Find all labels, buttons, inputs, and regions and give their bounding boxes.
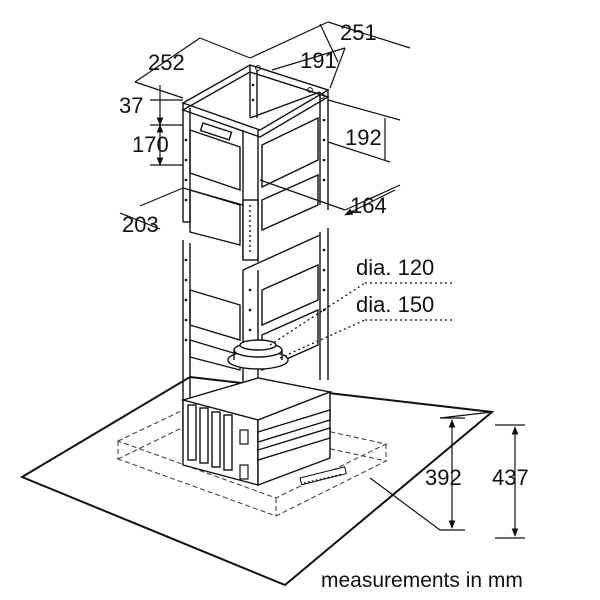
dim-192: 192 [345, 125, 382, 150]
latches [239, 429, 249, 480]
frame-rivets [184, 65, 326, 202]
dim-37: 37 [119, 93, 143, 118]
duct-leaders [269, 282, 455, 359]
dim-437: 437 [492, 465, 529, 490]
dim-252: 252 [148, 50, 185, 75]
lower-frame-rivets [184, 248, 326, 342]
dim-392: 392 [425, 465, 462, 490]
dim-251: 251 [340, 20, 377, 45]
caption: measurements in mm [321, 569, 523, 592]
frame-connector [242, 199, 259, 261]
duct-collar [227, 339, 289, 370]
canopy-inner-housing [116, 402, 388, 517]
duct-dia-120: dia. 120 [356, 255, 434, 280]
control-strip [299, 466, 347, 486]
dim-170: 170 [132, 132, 169, 157]
dimension-lines [119, 21, 525, 539]
duct-dia-150: dia. 150 [356, 292, 434, 317]
dim-203: 203 [122, 212, 159, 237]
dim-164: 164 [350, 193, 387, 218]
motor-box [180, 377, 333, 487]
dim-191: 191 [300, 48, 337, 73]
